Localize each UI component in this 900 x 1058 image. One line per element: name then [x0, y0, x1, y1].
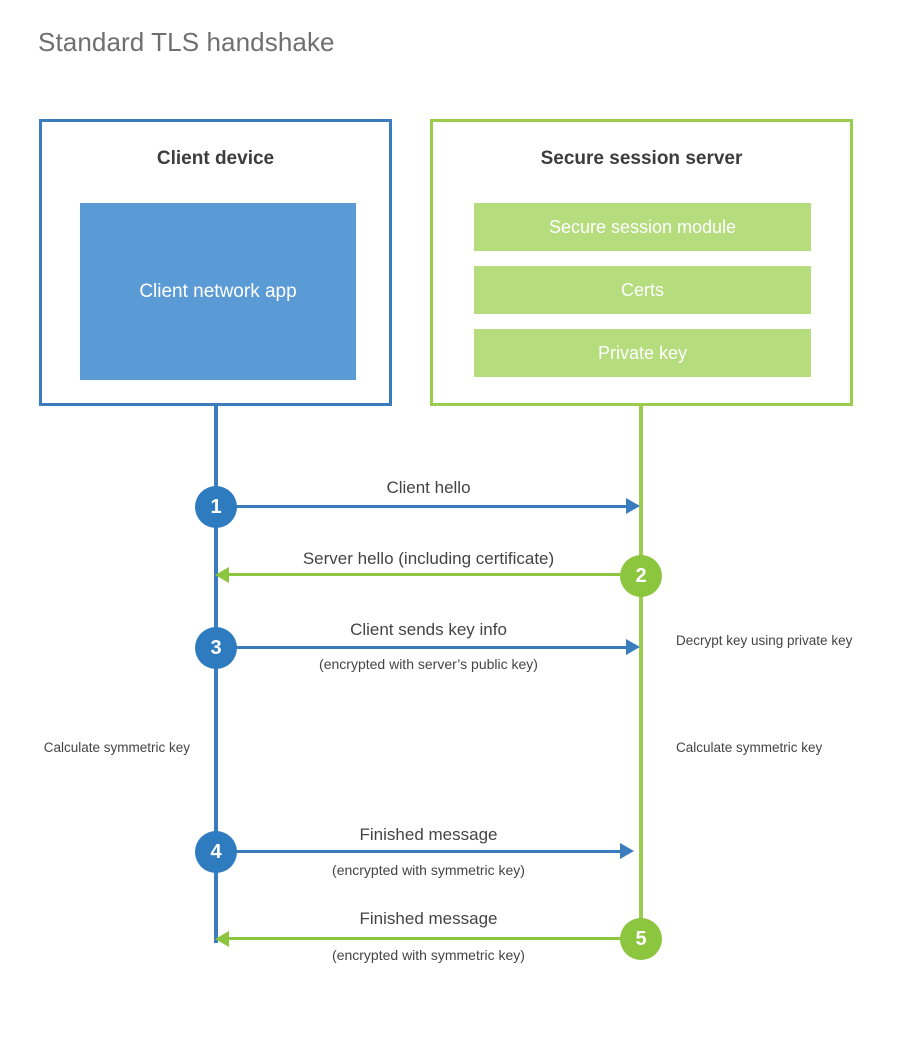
step-1-label: Client hello: [386, 478, 471, 497]
step-1-number-badge: 1: [195, 486, 237, 528]
client-device-title: Client device: [156, 148, 275, 169]
step-3-label: Client sends key info: [350, 620, 507, 639]
step-5-arrow-line: [229, 937, 641, 940]
secure-session-server-title: Secure session server: [540, 148, 743, 169]
client-network-app-block: Client network app: [80, 203, 356, 380]
server-component-private-key: Private key: [474, 329, 811, 377]
step-4-arrow-line: [216, 850, 622, 853]
step-3-number-badge: 3: [195, 627, 237, 669]
annotation-calculate-symmetric-key-server: Calculate symmetric key: [676, 740, 823, 755]
step-4-sublabel: (encrypted with symmetric key): [332, 862, 525, 878]
step-5-arrow-head-icon: [215, 931, 229, 947]
step-3-sublabel: (encrypted with server’s public key): [319, 656, 538, 672]
step-1-arrow-line: [216, 505, 628, 508]
step-2-arrow-line: [229, 573, 641, 576]
step-2-number-badge: 2: [620, 555, 662, 597]
secure-session-server-box: Secure session server Secure session mod…: [430, 119, 853, 406]
step-4-label: Finished message: [359, 825, 498, 844]
client-device-box: Client device Client network app: [39, 119, 392, 406]
annotation-calculate-symmetric-key-client: Calculate symmetric key: [43, 740, 190, 755]
server-component-secure-session-module: Secure session module: [474, 203, 811, 251]
annotation-decrypt-key: Decrypt key using private key: [676, 633, 853, 648]
client-lifeline: [214, 406, 218, 943]
server-lifeline: [639, 406, 643, 939]
step-5-label: Finished message: [359, 909, 498, 928]
step-3-arrow-line: [216, 646, 628, 649]
step-5-sublabel: (encrypted with symmetric key): [332, 947, 525, 963]
step-2-arrow-head-icon: [215, 567, 229, 583]
step-2-label: Server hello (including certificate): [302, 549, 555, 568]
page-title: Standard TLS handshake: [38, 27, 335, 57]
server-component-certs: Certs: [474, 266, 811, 314]
step-4-number-badge: 4: [195, 831, 237, 873]
step-1-arrow-head-icon: [626, 498, 640, 514]
step-5-number-badge: 5: [620, 918, 662, 960]
step-4-arrow-head-icon: [620, 843, 634, 859]
step-3-arrow-head-icon: [626, 639, 640, 655]
